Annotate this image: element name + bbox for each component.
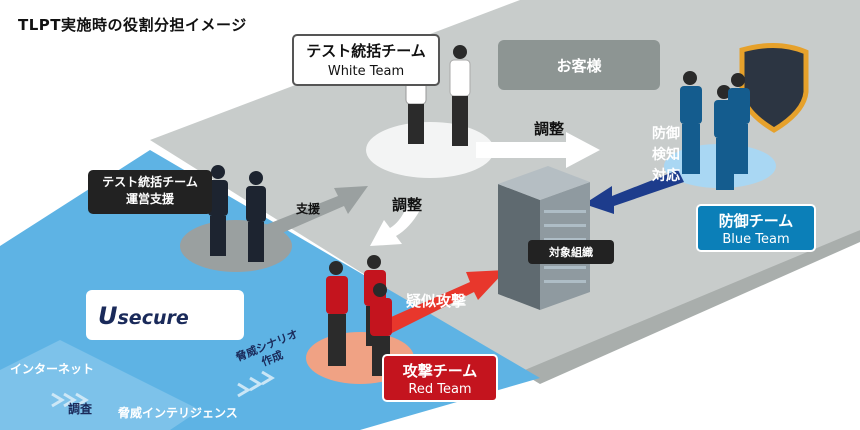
blue-platform-light bbox=[0, 340, 200, 430]
defense-line1: 防御 bbox=[652, 126, 680, 142]
target-org-label: 対象組織 bbox=[528, 240, 614, 264]
blue-team-name-jp: 防御チーム bbox=[718, 212, 794, 230]
company-logo-text: Usecure bbox=[98, 302, 189, 330]
attack-arrow-label: 疑似攻撃 bbox=[406, 292, 467, 310]
logo-mark: U bbox=[98, 302, 118, 330]
arrow-coord-right bbox=[476, 132, 600, 168]
white-team-label: テスト統括チーム White Team bbox=[292, 34, 440, 86]
support-arrow-label: 支援 bbox=[296, 202, 321, 216]
logo-wordmark: secure bbox=[117, 307, 189, 329]
white-team-name-en: White Team bbox=[327, 64, 405, 79]
blue-team-name-en: Blue Team bbox=[722, 232, 790, 247]
red-team-name-jp: 攻撃チーム bbox=[402, 362, 478, 380]
red-team-label: 攻撃チーム Red Team bbox=[382, 354, 498, 402]
arrow-defense bbox=[584, 170, 684, 214]
support-team-line2: 運営支援 bbox=[125, 192, 174, 206]
building-top bbox=[498, 166, 590, 200]
white-team-name-jp: テスト統括チーム bbox=[306, 42, 426, 60]
customer-label: お客様 bbox=[498, 40, 660, 90]
red-team-name-en: Red Team bbox=[408, 382, 472, 397]
defense-line2: 検知 bbox=[652, 147, 680, 163]
page-title: TLPT実施時の役割分担イメージ bbox=[18, 16, 247, 34]
arrow-support bbox=[258, 186, 368, 240]
defense-text: 防御 検知 対応 bbox=[640, 124, 692, 187]
coord-arrow-label-mid: 調整 bbox=[392, 196, 423, 214]
intel-survey: 調査 bbox=[68, 402, 93, 416]
company-logo bbox=[86, 290, 244, 340]
arrow-coord-down bbox=[370, 208, 420, 246]
intel-chevrons bbox=[51, 370, 275, 408]
building-left bbox=[498, 184, 540, 310]
defense-line3: 対応 bbox=[652, 168, 680, 184]
coord-arrow-label-top: 調整 bbox=[534, 120, 565, 138]
white-team-circle bbox=[366, 122, 494, 178]
blue-team-label: 防御チーム Blue Team bbox=[696, 204, 816, 252]
arrow-attack bbox=[380, 270, 506, 336]
support-team-label: テスト統括チーム 運営支援 bbox=[88, 170, 212, 214]
intel-internet: インターネット bbox=[10, 362, 95, 376]
grey-platform-edge bbox=[520, 230, 860, 384]
blue-team-people bbox=[680, 71, 750, 190]
intel-threat: 脅威インテリジェンス bbox=[118, 406, 238, 420]
red-team-people bbox=[326, 255, 392, 376]
support-team-people bbox=[208, 165, 266, 262]
support-team-line1: テスト統括チーム bbox=[102, 175, 198, 189]
